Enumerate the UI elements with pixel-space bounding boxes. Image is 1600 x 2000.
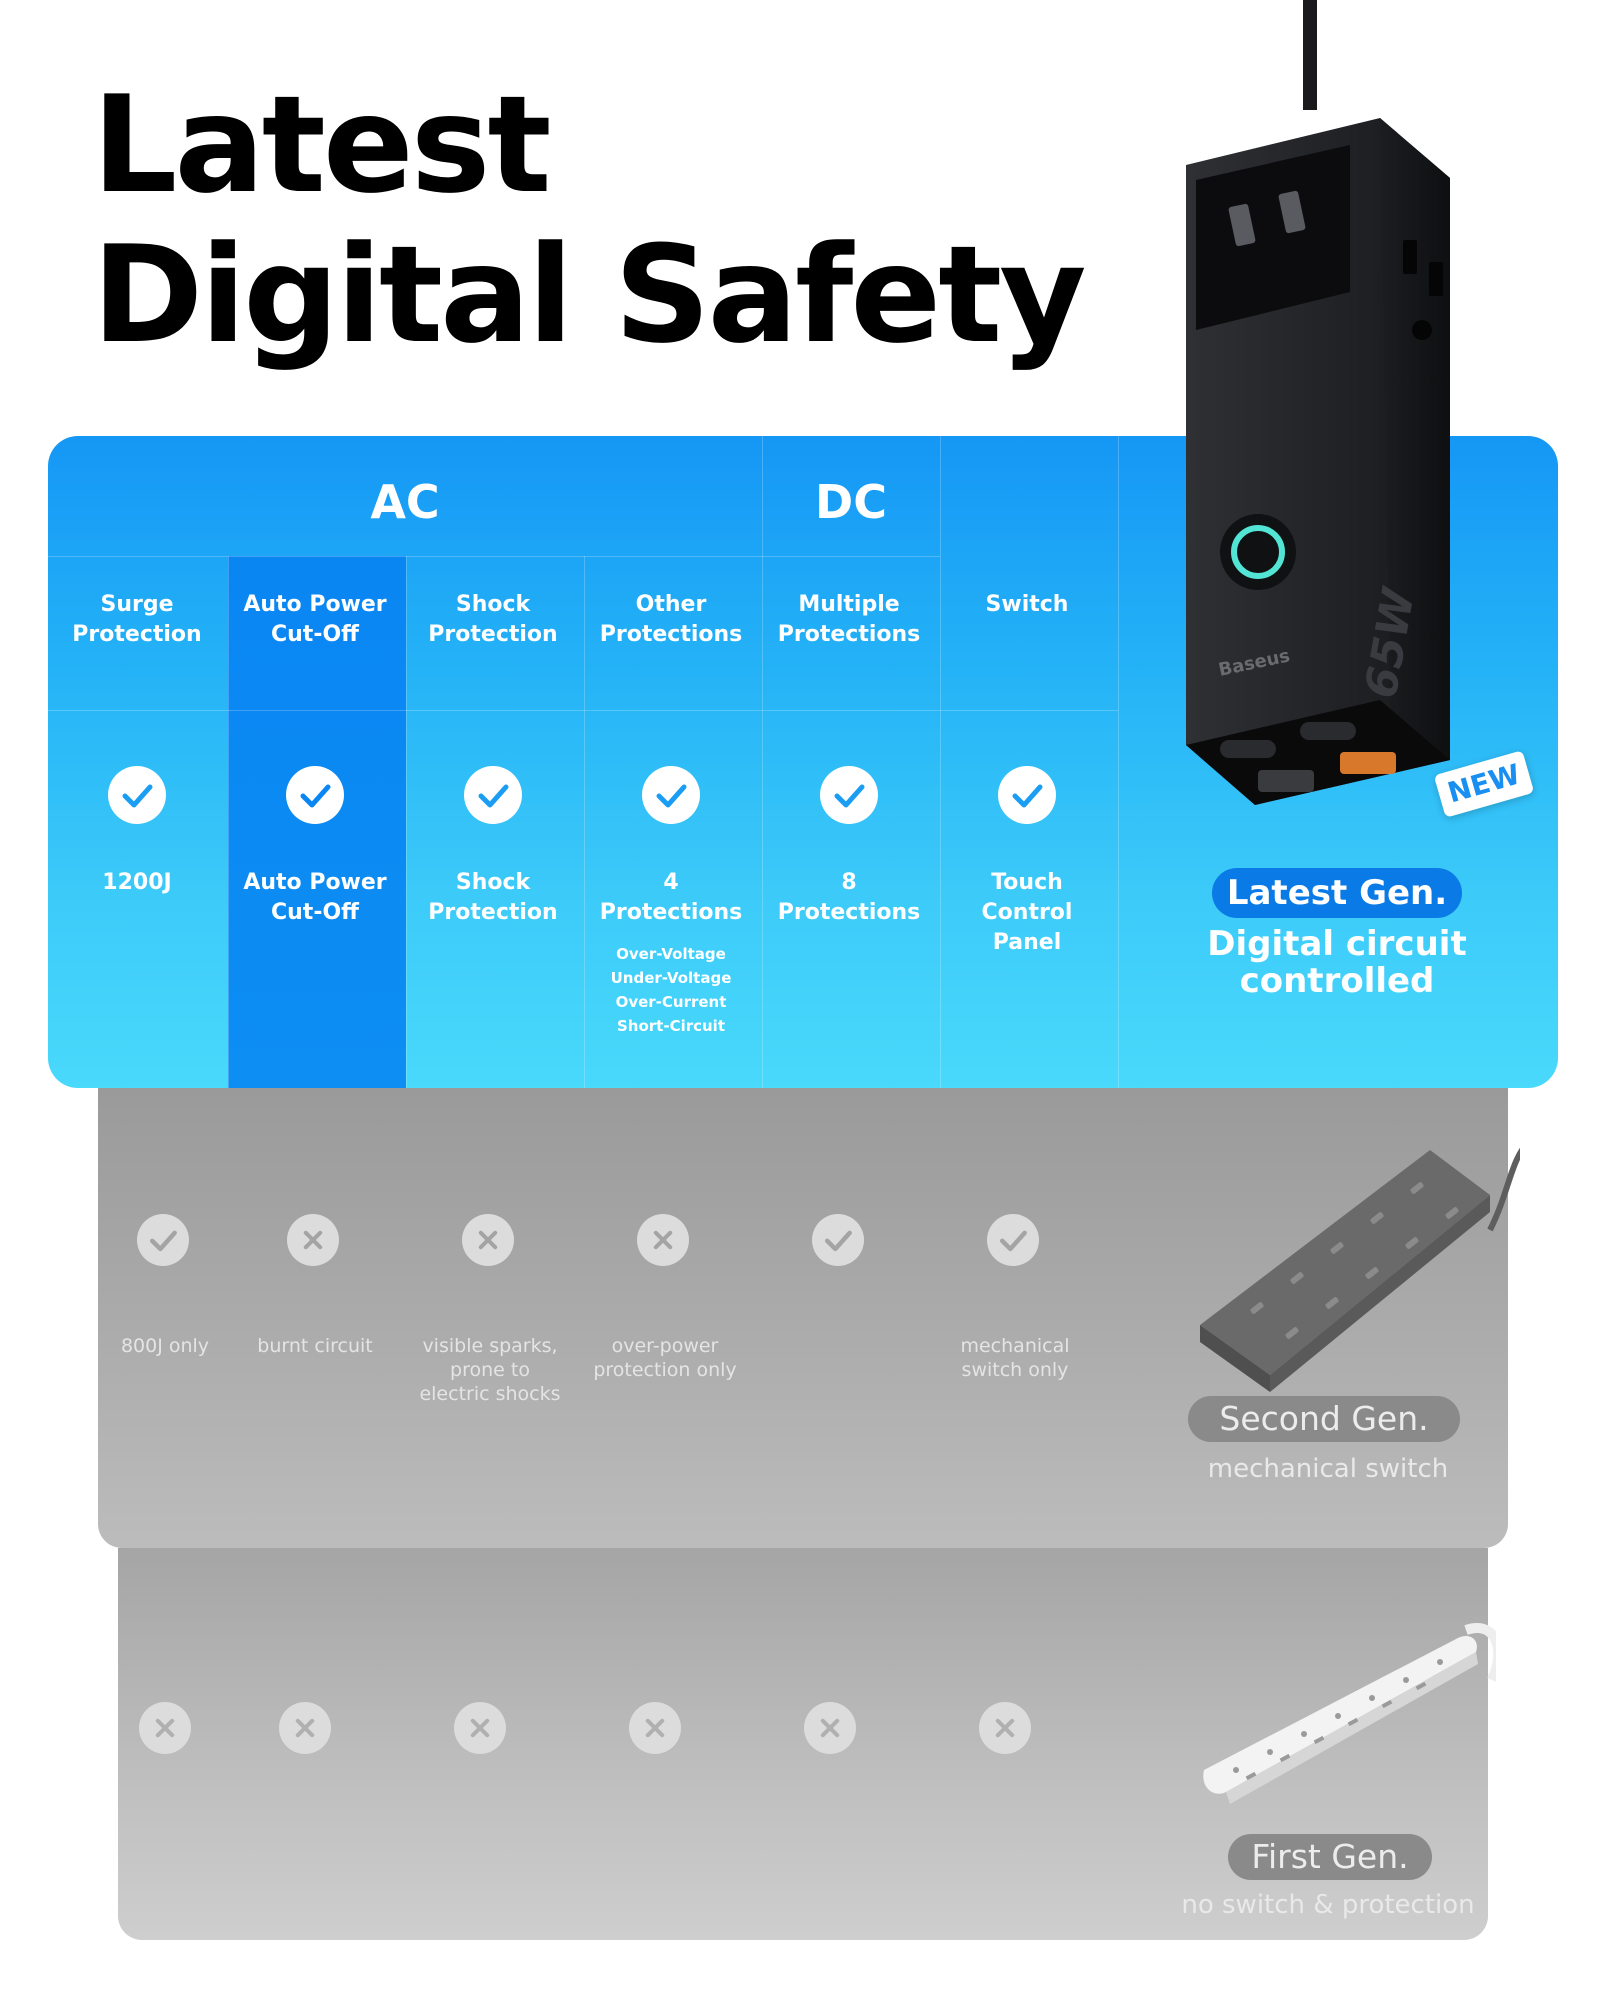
text-line: Control — [981, 900, 1073, 925]
latest-gen-description: Digital circuit controlled — [1182, 926, 1492, 1000]
second-gen-label: Second Gen. — [1188, 1396, 1460, 1442]
text-line: Auto Power — [243, 592, 387, 617]
divider — [48, 556, 940, 557]
text-line: Shock — [455, 592, 531, 617]
text-line: Protection — [72, 622, 202, 647]
text-line: Protections — [777, 900, 921, 925]
cross-icon — [279, 1702, 331, 1754]
text-line: Auto Power — [243, 870, 387, 895]
divider — [940, 436, 941, 1088]
text-line: Over-Voltage — [616, 945, 726, 963]
second-gen-description: mechanical switch — [1207, 1454, 1449, 1484]
divider — [406, 556, 407, 1088]
cross-icon — [287, 1214, 339, 1266]
text-line: Surge — [100, 592, 174, 617]
page-headline: Latest Digital Safety — [92, 67, 1087, 373]
text-line: Short-Circuit — [616, 1017, 725, 1035]
power-strip-first-gen-image — [1203, 1623, 1496, 1804]
divider — [1118, 436, 1119, 1088]
text-line: Protections — [599, 900, 743, 925]
text-line: electric shocks — [419, 1383, 561, 1405]
text-line: visible sparks, — [422, 1335, 558, 1357]
column-header: Switch — [938, 590, 1116, 620]
text-line: Panel — [992, 930, 1062, 955]
latest-desc-line: Digital circuit — [1207, 924, 1467, 964]
check-icon — [987, 1214, 1039, 1266]
divider — [48, 710, 1118, 711]
text-line: Cut-Off — [271, 622, 359, 647]
text-line: switch only — [961, 1359, 1069, 1381]
check-icon — [286, 766, 344, 824]
latest-gen-label: Latest Gen. — [1212, 868, 1462, 918]
text-line: 1200J — [102, 870, 172, 895]
drawback-note: 800J only — [70, 1334, 260, 1358]
divider — [228, 556, 229, 1088]
power-strip-second-gen-image — [1200, 1147, 1520, 1392]
headline-line-1: Latest — [92, 67, 552, 223]
text-line: Shock — [455, 870, 531, 895]
text-line: Cut-Off — [271, 900, 359, 925]
first-gen-label: First Gen. — [1228, 1834, 1432, 1880]
check-icon — [820, 766, 878, 824]
check-icon — [137, 1214, 189, 1266]
check-icon — [812, 1214, 864, 1266]
text-line: Protections — [777, 622, 921, 647]
text-line: Under-Voltage — [610, 969, 732, 987]
headline-line-2: Digital Safety — [92, 217, 1087, 373]
text-line: Multiple — [798, 592, 900, 617]
text-line: Touch — [991, 870, 1063, 895]
cross-icon — [139, 1702, 191, 1754]
ac-group-label: AC — [370, 475, 440, 529]
text-line: Protection — [428, 900, 558, 925]
cross-icon — [454, 1702, 506, 1754]
dc-group-label: DC — [815, 475, 887, 529]
divider — [584, 556, 585, 1088]
text-line: prone to — [450, 1359, 530, 1381]
cross-icon — [462, 1214, 514, 1266]
cross-icon — [979, 1702, 1031, 1754]
text-line: over-power — [611, 1335, 719, 1357]
check-icon — [998, 766, 1056, 824]
text-line: protection only — [593, 1359, 737, 1381]
divider — [762, 436, 763, 1088]
cross-icon — [637, 1214, 689, 1266]
text-line: 800J only — [120, 1335, 210, 1357]
text-line: 8 — [841, 870, 857, 895]
first-gen-description: no switch & protection — [1181, 1890, 1475, 1920]
text-line: 4 — [663, 870, 679, 895]
latest-desc-line: controlled — [1239, 961, 1435, 1001]
text-line: Over-Current — [615, 993, 727, 1011]
cross-icon — [804, 1702, 856, 1754]
power-strip-hero-image: Baseus 65W — [1186, 0, 1450, 805]
drawback-note: burnt circuit — [220, 1334, 410, 1358]
check-icon — [464, 766, 522, 824]
text-line: Switch — [985, 592, 1069, 617]
text-line: Protection — [428, 622, 558, 647]
check-icon — [642, 766, 700, 824]
check-icon — [108, 766, 166, 824]
column-value: 1200J — [48, 868, 226, 898]
text-line: Other — [635, 592, 707, 617]
text-line: burnt circuit — [257, 1335, 373, 1357]
cross-icon — [629, 1702, 681, 1754]
text-line: mechanical — [960, 1335, 1070, 1357]
text-line: Protections — [599, 622, 743, 647]
